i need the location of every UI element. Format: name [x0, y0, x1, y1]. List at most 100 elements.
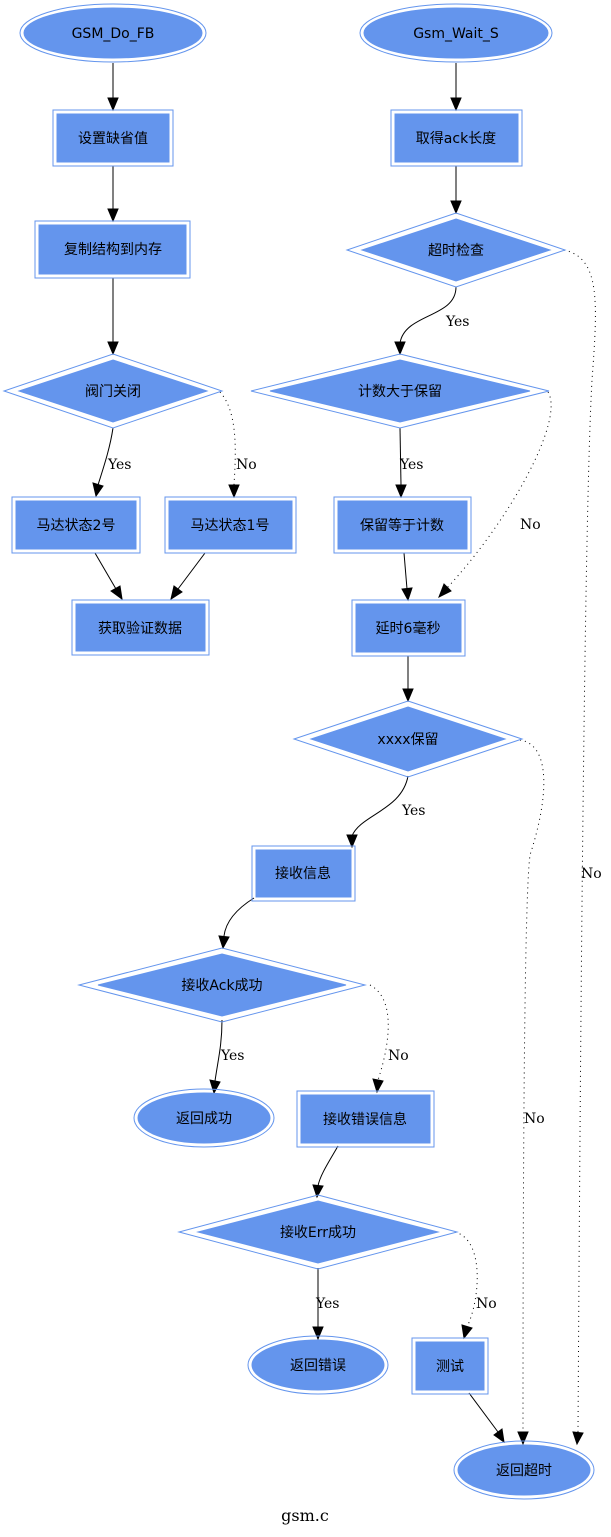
- node-delay-6ms-label: 延时6毫秒: [376, 620, 441, 637]
- arrowhead: [450, 200, 462, 215]
- node-test[interactable]: 测试: [411, 1337, 489, 1395]
- edge-label-yes: Yes: [401, 803, 426, 819]
- node-motor-state-1-label: 马达状态1号: [191, 518, 270, 534]
- arrowhead: [228, 484, 240, 499]
- edge-label-yes: Yes: [315, 1296, 340, 1312]
- node-return-success-label: 返回成功: [176, 1111, 232, 1127]
- node-receive-error-info[interactable]: 接收错误信息: [296, 1090, 435, 1148]
- edge-label-no: No: [520, 517, 541, 533]
- arrowhead: [170, 585, 183, 601]
- node-set-defaults[interactable]: 设置缺省值: [52, 109, 174, 167]
- arrowhead: [107, 341, 119, 356]
- node-test-label: 测试: [436, 1359, 464, 1375]
- node-receive-error-info-label: 接收错误信息: [323, 1111, 407, 1128]
- edge-receive-info-to-ack: [223, 897, 255, 937]
- edge-motor-2-to-verify: [94, 552, 117, 590]
- arrowhead: [572, 1431, 584, 1446]
- arrowhead: [312, 1184, 324, 1199]
- node-gsm-wait-s[interactable]: Gsm_Wait_S: [359, 3, 553, 63]
- node-return-error-label: 返回错误: [290, 1358, 346, 1374]
- arrowhead: [517, 1431, 529, 1446]
- edge-label-no: No: [581, 866, 602, 882]
- edge-label-no: No: [524, 1111, 545, 1127]
- node-gsm-do-fb-label: GSM_Do_FB: [72, 26, 155, 42]
- edge-label-no: No: [476, 1296, 497, 1312]
- node-gsm-do-fb[interactable]: GSM_Do_FB: [19, 3, 207, 63]
- node-get-ack-length-label: 取得ack长度: [416, 130, 496, 147]
- node-motor-state-2-label: 马达状态2号: [37, 518, 116, 534]
- node-motor-state-1[interactable]: 马达状态1号: [164, 496, 297, 554]
- arrowhead: [395, 484, 407, 499]
- edge-err-no: [454, 1231, 478, 1328]
- arrowhead: [92, 482, 104, 498]
- edge-label-yes: Yes: [220, 1048, 245, 1064]
- node-valve-closed[interactable]: 阀门关闭: [2, 353, 224, 429]
- node-timeout-check-label: 超时检查: [428, 243, 484, 259]
- diagram-caption: gsm.c: [281, 1506, 329, 1525]
- node-receive-ack-ok[interactable]: 接收Ack成功: [77, 947, 367, 1023]
- edges: Yes No Yes No Yes No Yes: [92, 63, 602, 1446]
- arrowhead: [461, 1324, 473, 1340]
- edge-count-yes: [399, 427, 402, 486]
- node-return-timeout[interactable]: 返回超时: [453, 1440, 595, 1500]
- node-return-success[interactable]: 返回成功: [133, 1088, 275, 1148]
- node-count-gt-reserve-label: 计数大于保留: [358, 384, 442, 400]
- arrowhead: [209, 1079, 221, 1095]
- node-motor-state-2[interactable]: 马达状态2号: [11, 496, 141, 554]
- edge-ack-yes: [214, 1019, 223, 1082]
- arrowhead: [312, 1326, 324, 1341]
- arrowhead: [107, 97, 119, 112]
- node-count-gt-reserve[interactable]: 计数大于保留: [250, 353, 550, 429]
- edge-count-no: [446, 391, 552, 589]
- edge-xxxx-yes: [351, 775, 409, 837]
- edge-label-no: No: [236, 457, 257, 473]
- node-xxxx-reserve[interactable]: xxxx保留: [292, 700, 524, 778]
- edge-reserve-to-delay: [403, 552, 408, 590]
- arrowhead: [450, 97, 462, 112]
- node-copy-struct[interactable]: 复制结构到内存: [34, 220, 191, 279]
- edge-timeout-no: [563, 249, 596, 1433]
- edge-xxxx-no: [519, 739, 545, 1433]
- edge-timeout-yes: [399, 286, 457, 344]
- edge-error-info-to-err: [317, 1145, 339, 1187]
- arrowhead: [218, 935, 230, 950]
- node-timeout-check[interactable]: 超时检查: [345, 212, 567, 288]
- node-get-verify-data-label: 获取验证数据: [98, 621, 182, 637]
- edge-label-yes: Yes: [445, 314, 470, 330]
- edge-valve-closed-yes: [97, 427, 114, 486]
- arrowhead: [401, 587, 413, 602]
- node-receive-info[interactable]: 接收信息: [251, 845, 356, 902]
- arrowhead: [372, 1078, 384, 1094]
- arrowhead: [402, 688, 414, 703]
- edge-valve-closed-no: [219, 391, 236, 486]
- edge-motor-1-to-verify: [177, 552, 206, 590]
- node-receive-err-ok-label: 接收Err成功: [280, 1224, 356, 1241]
- edge-test-to-timeout-return: [468, 1392, 499, 1433]
- arrowhead: [107, 208, 119, 223]
- node-reserve-eq-count-label: 保留等于计数: [360, 517, 444, 534]
- node-copy-struct-label: 复制结构到内存: [64, 241, 162, 258]
- node-return-error[interactable]: 返回错误: [247, 1335, 389, 1395]
- node-get-verify-data[interactable]: 获取验证数据: [71, 599, 210, 656]
- arrowhead: [346, 834, 358, 849]
- node-get-ack-length[interactable]: 取得ack长度: [390, 109, 523, 167]
- node-valve-closed-label: 阀门关闭: [85, 384, 141, 400]
- edge-label-yes: Yes: [107, 457, 132, 473]
- node-delay-6ms[interactable]: 延时6毫秒: [351, 599, 466, 657]
- node-return-timeout-label: 返回超时: [496, 1463, 552, 1479]
- node-receive-info-label: 接收信息: [275, 865, 331, 882]
- nodes: GSM_Do_FB 设置缺省值 复制结构到内存 阀门关闭 马达状态2号: [2, 3, 595, 1500]
- arrowhead: [438, 583, 452, 599]
- node-xxxx-reserve-label: xxxx保留: [377, 732, 438, 748]
- node-gsm-wait-s-label: Gsm_Wait_S: [413, 26, 499, 42]
- arrowhead: [493, 1428, 505, 1444]
- edge-label-no: No: [388, 1048, 409, 1064]
- arrowhead: [110, 585, 123, 601]
- edge-label-yes: Yes: [399, 457, 424, 473]
- node-set-defaults-label: 设置缺省值: [78, 131, 148, 147]
- edge-ack-no: [369, 984, 389, 1081]
- node-reserve-eq-count[interactable]: 保留等于计数: [333, 496, 472, 554]
- node-receive-err-ok[interactable]: 接收Err成功: [177, 1194, 459, 1270]
- node-receive-ack-ok-label: 接收Ack成功: [181, 977, 262, 994]
